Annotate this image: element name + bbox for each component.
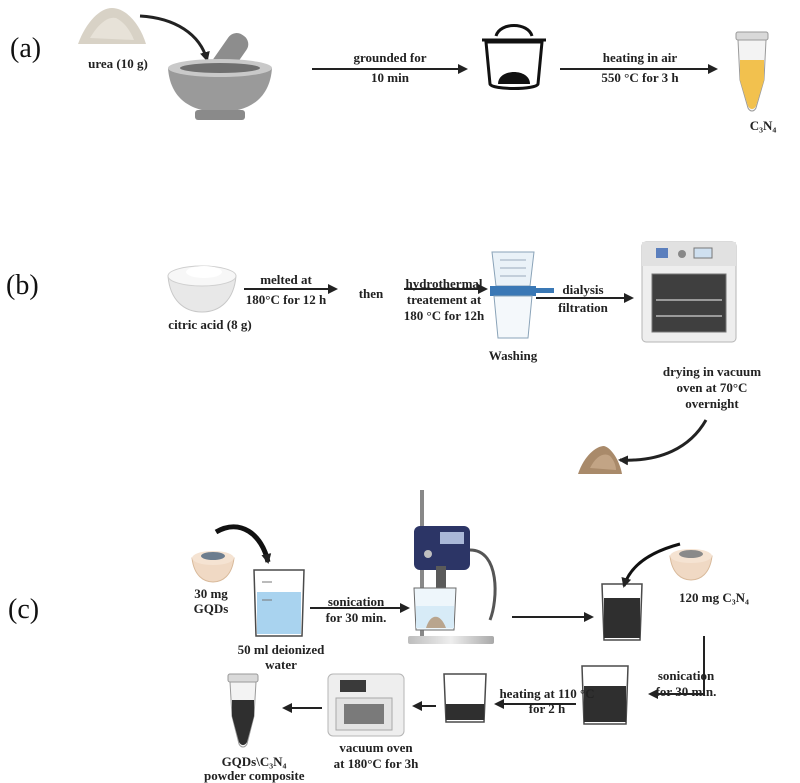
label-water-1: 50 ml deionized (237, 642, 325, 657)
label-heating-c-2: for 2 h (528, 701, 566, 716)
label-oven-c-1: vacuum oven (339, 740, 413, 755)
label-urea: urea (10 g) (88, 56, 148, 71)
label-grind-1: grounded for (353, 50, 427, 65)
crucible (482, 24, 546, 90)
label-final-1: GQDs\C₃N₄ (221, 754, 287, 769)
mortar-and-pestle (168, 33, 272, 120)
label-sonication-1a: sonication (327, 594, 385, 609)
arrow-urea-to-mortar (139, 14, 210, 62)
ultrasonicator (408, 490, 497, 644)
label-heat-air-1: heating in air (602, 50, 678, 65)
label-dialysis-2: filtration (558, 300, 608, 315)
panel-label-b: (b) (6, 270, 39, 301)
label-c3n4-product: C₃N₄ (749, 118, 777, 133)
label-hydro-3: 180 °C for 12h (403, 308, 485, 323)
label-drying-3: overnight (685, 396, 739, 411)
c3n4-tube (735, 31, 769, 112)
label-drying-2: oven at 70°C (676, 380, 748, 395)
arrow-sonication-2 (648, 636, 705, 699)
label-washing: Washing (488, 348, 538, 363)
washing-filter-unit (490, 251, 554, 339)
label-melt-2: 180°C for 12 h (245, 292, 327, 307)
label-grind-2: 10 min (371, 70, 409, 85)
label-heat-air-2: 550 °C for 3 h (601, 70, 679, 85)
water-beaker (253, 569, 305, 637)
gqd-powder-pile (578, 446, 622, 474)
heated-beaker (443, 673, 487, 723)
label-final-2: powder composite (204, 768, 305, 783)
small-vacuum-oven (327, 673, 405, 737)
label-water-2: water (265, 657, 297, 672)
panel-label-c: (c) (8, 594, 40, 625)
label-citric-acid: citric acid (8 g) (168, 317, 252, 332)
label-drying-1: drying in vacuum (662, 364, 762, 379)
label-then: then (358, 286, 384, 301)
arrow-c3n4-to-beaker (621, 542, 681, 588)
label-hydro-2: treatement at (406, 292, 482, 307)
arrow-oven-to-powder (618, 419, 708, 466)
label-heating-c-1: heating at 110 °C (499, 686, 595, 701)
label-gqd-mass: 30 mg (194, 586, 228, 601)
arrow-gqd-to-beaker (214, 524, 272, 564)
composite-tube (227, 673, 259, 748)
sonicated-beaker (581, 665, 629, 725)
label-oven-c-2: at 180°C for 3h (333, 756, 419, 771)
gqd-bowl (191, 551, 235, 583)
label-melt-1: melted at (260, 272, 312, 287)
citric-acid-bowl (167, 265, 237, 313)
label-hydro-1: hydrothermal (405, 276, 483, 291)
urea-powder-pile (78, 8, 146, 44)
label-sonication-2b: for 30 min. (655, 684, 717, 699)
label-c3n4-mass: 120 mg C₃N₄ (679, 590, 749, 605)
panel-label-a: (a) (10, 33, 42, 64)
vacuum-oven (641, 241, 737, 343)
mixing-beaker (601, 583, 643, 641)
label-dialysis-1: dialysis (562, 282, 604, 297)
label-gqd-name: GQDs (193, 601, 229, 616)
c3n4-bowl (669, 549, 713, 581)
label-sonication-1b: for 30 min. (325, 610, 387, 625)
label-sonication-2a: sonication (657, 668, 715, 683)
